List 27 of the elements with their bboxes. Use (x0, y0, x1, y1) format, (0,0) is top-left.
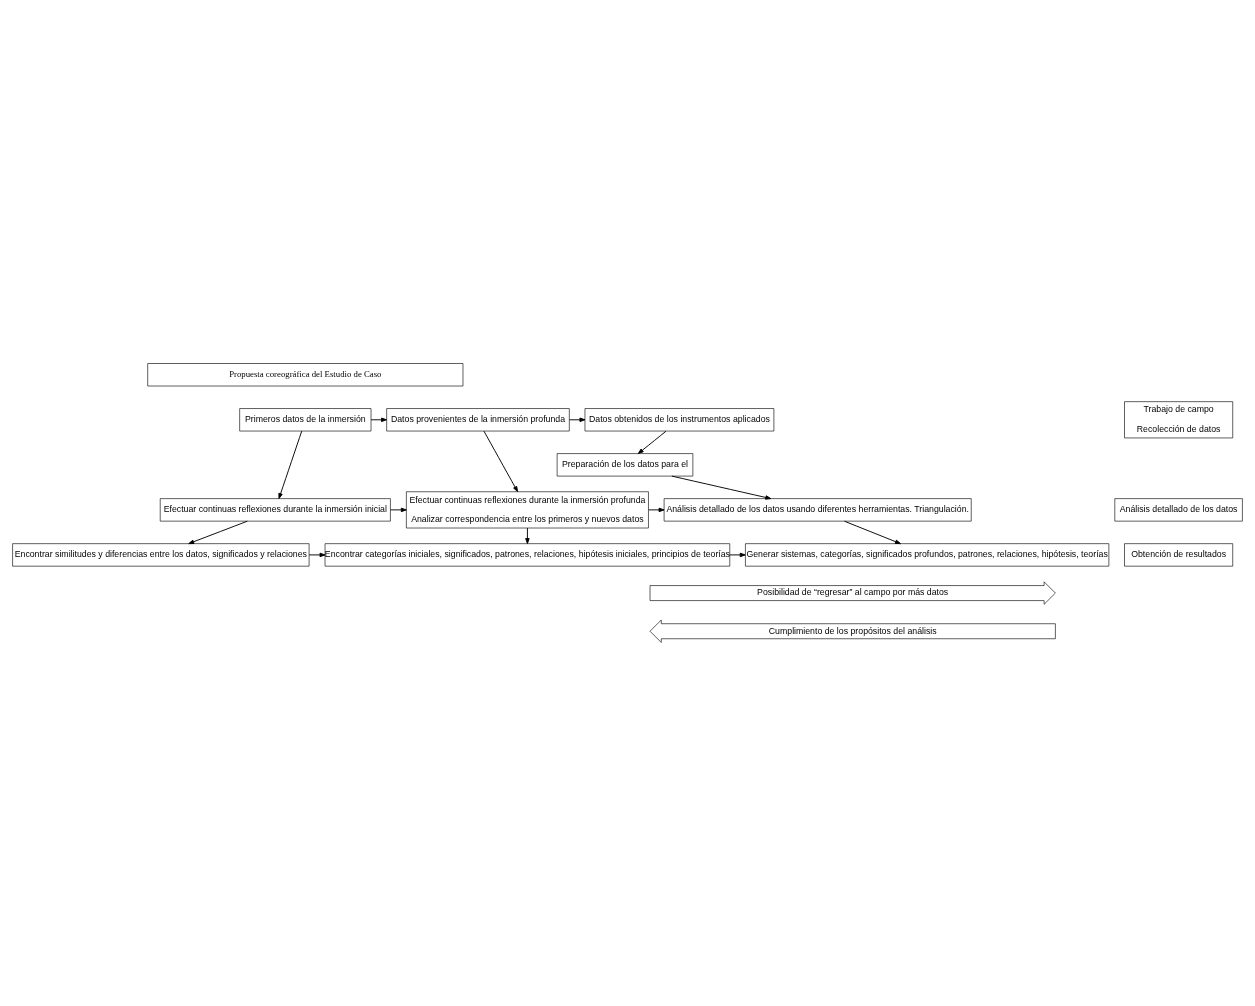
arrow (278, 430, 303, 499)
arrow (308, 552, 326, 558)
arrow (671, 475, 772, 500)
node-box: Datos provenientes de la inmersión profunda (386, 408, 570, 432)
node-box: Análisis detallado de los datos (1114, 498, 1243, 522)
node-box: Encontrar categorías iniciales, significados, patrones, relaciones, hipótesis iniciales, principios de teorías (324, 543, 731, 567)
arrow (569, 417, 586, 423)
arrow (729, 552, 746, 558)
arrow (188, 520, 248, 545)
node-box: Efectuar continuas reflexiones durante la inmersión profunda Analizar correspondencia entre los primeros y nuevos datos (406, 491, 649, 529)
node-box: Análisis detallado de los datos usando diferentes herramientas. Triangulación. (663, 498, 972, 522)
node-box: Generar sistemas, categorías, significados profundos, patrones, relaciones, hipótesis, teorías (745, 543, 1110, 567)
arrow (844, 520, 901, 545)
node-box: Encontrar similitudes y diferencias entre los datos, significados y relaciones (12, 543, 310, 567)
node-box: Datos obtenidos de los instrumentos aplicados (584, 408, 775, 432)
arrow (483, 430, 519, 493)
node-box: Efectuar continuas reflexiones durante la inmersión inicial (159, 498, 391, 522)
node-box: Preparación de los datos para el (556, 453, 694, 477)
node-box: Propuesta coreográfica del Estudio de Caso (147, 363, 464, 387)
node-box: Trabajo de campo Recolección de datos (1124, 401, 1234, 439)
arrow (370, 417, 388, 423)
arrow (390, 507, 407, 513)
arrow (525, 527, 530, 544)
arrow (637, 430, 667, 454)
arrow (648, 507, 665, 513)
node-box: Primeros datos de la inmersión (239, 408, 372, 432)
node-box: Obtención de resultados (1124, 543, 1234, 567)
